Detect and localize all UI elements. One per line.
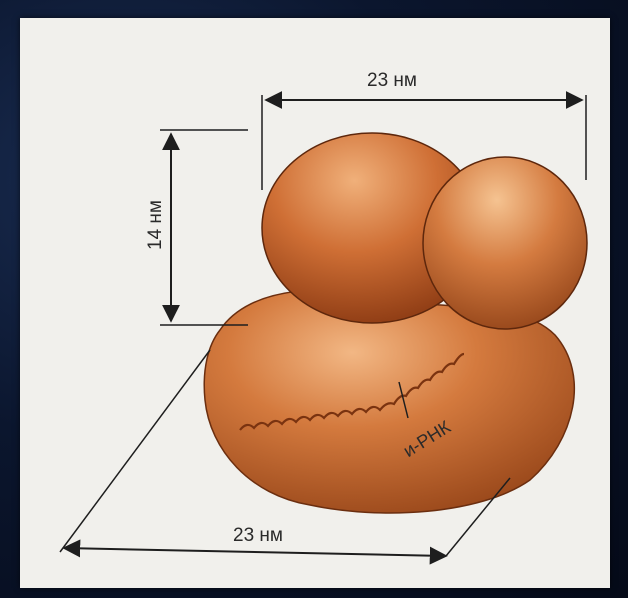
figure-card: 23 нм 14 нм 23 нм и-РНК	[20, 18, 610, 588]
ribosome-diagram: 23 нм 14 нм 23 нм и-РНК	[20, 18, 610, 588]
small-lobe	[423, 157, 587, 329]
bottom-width-label: 23 нм	[233, 525, 283, 546]
height-label: 14 нм	[145, 200, 166, 250]
height-dimension	[160, 130, 248, 325]
top-width-label: 23 нм	[367, 70, 417, 91]
